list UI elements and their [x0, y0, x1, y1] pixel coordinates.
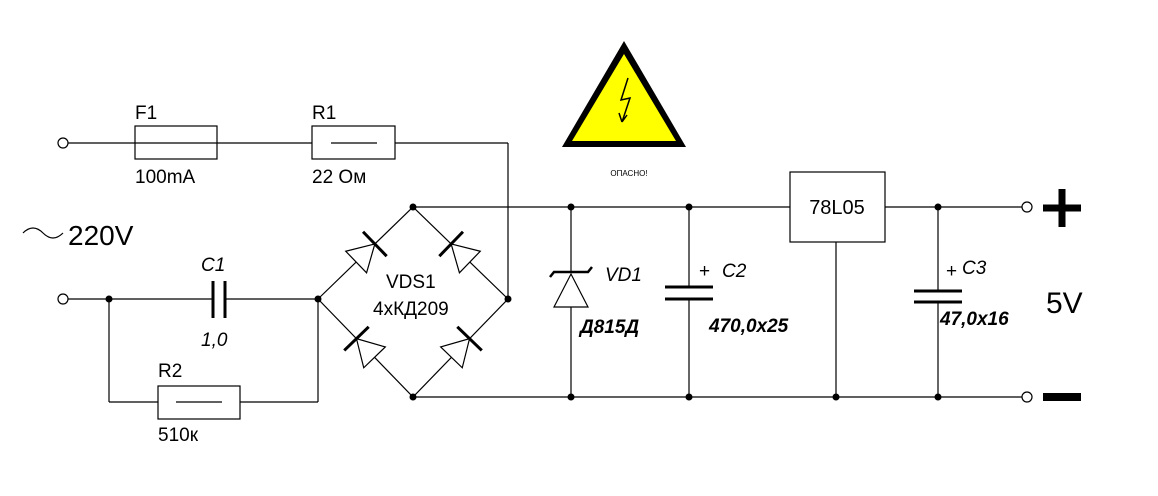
- output-terminals: [1021, 201, 1033, 403]
- zener-ref: VD1: [605, 265, 642, 286]
- bridge-ref: VDS1: [386, 272, 436, 293]
- c3-value: 47,0х16: [939, 309, 1009, 330]
- capacitor-c3: [914, 289, 962, 304]
- input-terminals: [57, 137, 69, 305]
- c3-ref: C3: [962, 258, 987, 279]
- r2-ref: R2: [158, 361, 182, 382]
- resistor-r2: R2 510к: [157, 361, 241, 446]
- r1-ref: R1: [312, 103, 336, 124]
- c3-polarity: +: [946, 261, 957, 282]
- diode-bridge-vds1: [317, 206, 509, 398]
- plus-icon: [1043, 189, 1081, 227]
- resistor-r1: R1 22 Ом: [311, 103, 396, 188]
- fuse-value: 100mA: [135, 167, 196, 188]
- zener-diode-vd1: [549, 266, 593, 308]
- input-voltage-label: 220V: [22, 220, 134, 251]
- regulator-ref: 78L05: [809, 197, 865, 219]
- input-voltage: 220V: [68, 220, 134, 251]
- high-voltage-warning-sign: [562, 41, 686, 147]
- capacitor-c2: [665, 285, 713, 301]
- r1-value: 22 Ом: [312, 167, 366, 188]
- c2-ref: C2: [722, 261, 747, 282]
- fuse-f1: F1 100mA: [134, 103, 218, 188]
- c2-polarity: +: [699, 261, 710, 282]
- fuse-ref: F1: [135, 103, 157, 124]
- ac-wave-icon: [22, 227, 64, 239]
- c2-value: 470,0х25: [708, 316, 789, 337]
- r2-value: 510к: [158, 425, 199, 446]
- c1-ref: C1: [201, 255, 225, 276]
- bridge-value: 4хКД209: [373, 299, 449, 320]
- regulator-78l05: 78L05: [789, 171, 886, 243]
- capacitor-c1: [211, 281, 227, 318]
- high-voltage-icon: [618, 77, 632, 123]
- warning-label: ОПАСНО!: [610, 169, 647, 178]
- wires: [68, 142, 1022, 403]
- zener-value: Д815Д: [578, 317, 639, 338]
- output-voltage: 5V: [1046, 287, 1083, 320]
- c1-value: 1,0: [201, 330, 228, 351]
